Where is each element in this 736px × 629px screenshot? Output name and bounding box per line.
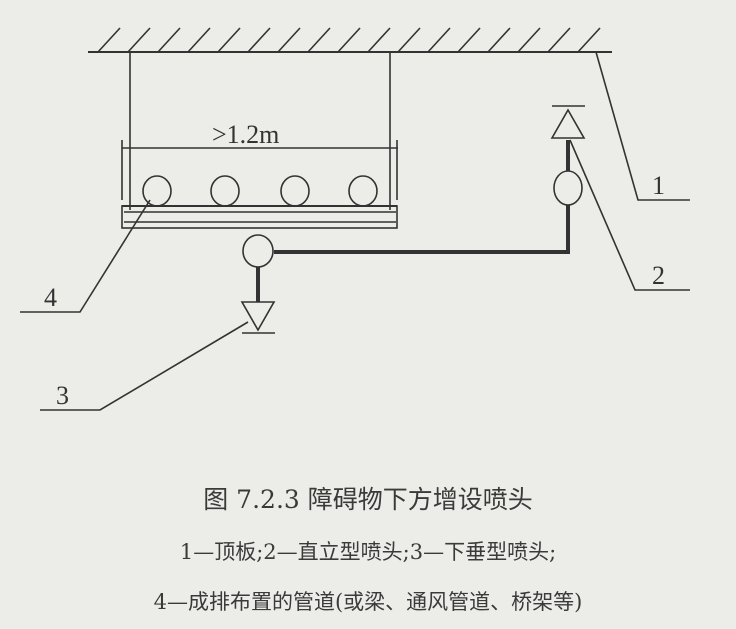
hatch-mark xyxy=(457,27,481,53)
hatch-mark xyxy=(97,27,121,53)
hatch-mark xyxy=(397,27,421,53)
pendent-sprinkler xyxy=(240,234,276,334)
hatch-mark xyxy=(187,27,211,53)
legend-line-1: 1—顶板;2—直立型喷头;3—下垂型喷头; xyxy=(179,540,557,564)
hatch-mark xyxy=(277,27,301,53)
dimension-label: >1.2m xyxy=(212,120,279,149)
ceiling-slab xyxy=(88,27,612,53)
hangers xyxy=(129,52,391,210)
hatch-mark xyxy=(217,27,241,53)
legend-line-2: 4—成排布置的管道(或梁、通风管道、桥架等) xyxy=(153,590,583,614)
hatch-mark xyxy=(127,27,151,53)
hatch-mark xyxy=(307,27,331,53)
figure-title: 图 7.2.3 障碍物下方增设喷头 xyxy=(203,485,533,514)
hatch-mark xyxy=(427,27,451,53)
hatch-mark xyxy=(247,27,271,53)
hatch-mark xyxy=(337,27,361,53)
upright-sprinkler xyxy=(550,105,586,206)
hatch-mark xyxy=(547,27,571,53)
sprinkler-pipe xyxy=(256,140,570,302)
hatch-mark xyxy=(517,27,541,53)
label-2: 2 xyxy=(652,261,665,290)
leader-lines xyxy=(20,51,690,411)
label-3: 3 xyxy=(56,381,69,410)
hatch-mark xyxy=(367,27,391,53)
cable-tray xyxy=(121,205,398,229)
label-1: 1 xyxy=(652,171,665,200)
label-4: 4 xyxy=(44,283,57,312)
hatch-mark xyxy=(487,27,511,53)
pipes-row xyxy=(142,175,378,207)
hatch-mark xyxy=(157,27,181,53)
hatch-mark xyxy=(577,27,601,53)
dimension-line xyxy=(121,140,398,200)
